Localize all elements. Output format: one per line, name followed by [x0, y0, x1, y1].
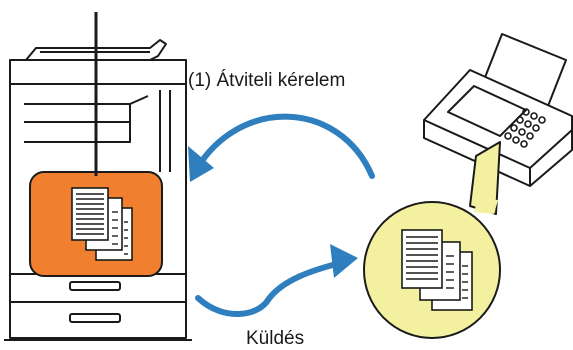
request-arrow [188, 113, 375, 182]
send-label: Küldés [246, 328, 304, 349]
request-label: (1) Átviteli kérelem [188, 70, 345, 91]
fax-machine-icon [423, 33, 573, 187]
received-documents-icon [401, 229, 473, 311]
stored-documents-icon [71, 187, 133, 261]
send-arrow [195, 244, 358, 317]
